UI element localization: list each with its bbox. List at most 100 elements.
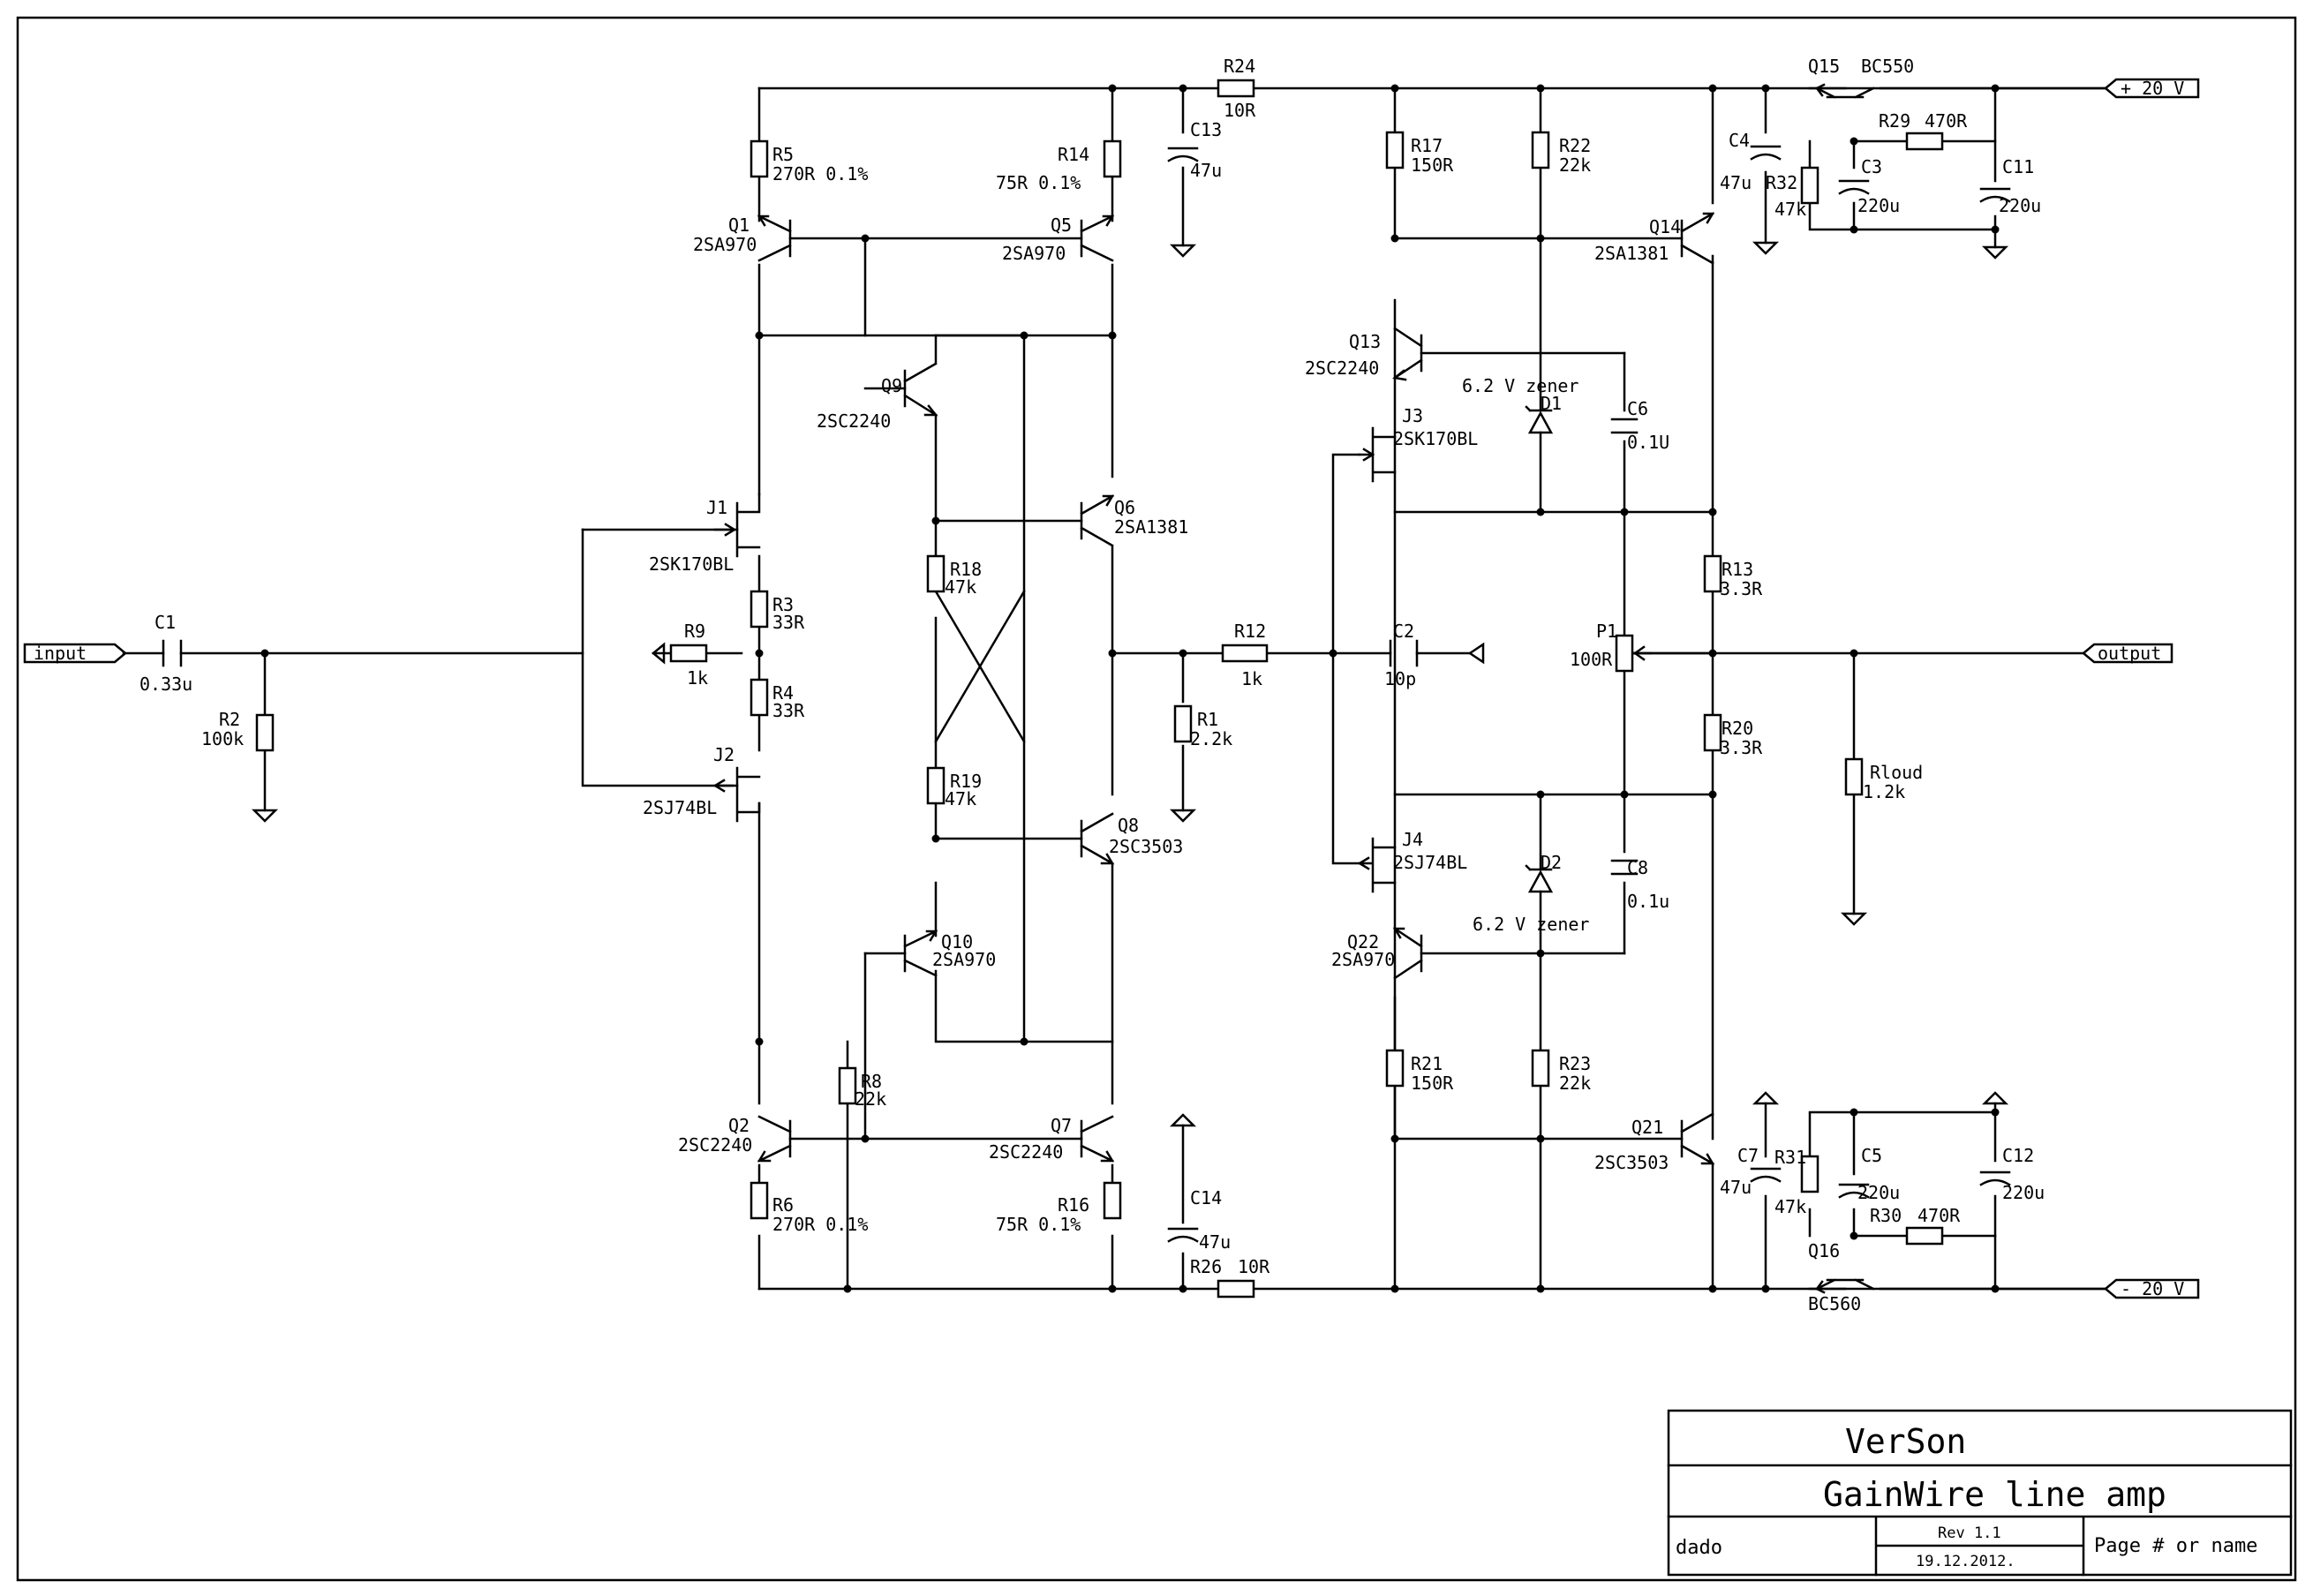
junction-dot bbox=[1620, 508, 1629, 516]
junction-dot bbox=[861, 1134, 870, 1143]
resistor-R30 bbox=[1905, 1226, 1944, 1246]
junction-dot bbox=[1991, 225, 2000, 234]
label-R1-ref: R1 bbox=[1197, 709, 1218, 730]
label-C7-value: 47u bbox=[1720, 1177, 1752, 1198]
junction-dot bbox=[1991, 1108, 2000, 1117]
label-R24-ref: R24 bbox=[1224, 56, 1255, 77]
junction-dot bbox=[755, 649, 764, 658]
resistor-R12 bbox=[1221, 644, 1269, 663]
label-C8-value: 0.1u bbox=[1627, 891, 1669, 912]
transistor-Q9 bbox=[903, 362, 938, 417]
label-C5-ref: C5 bbox=[1861, 1145, 1882, 1166]
junction-dot bbox=[1991, 1284, 2000, 1293]
resistor-R2 bbox=[255, 713, 275, 752]
capacitor-C13 bbox=[1167, 147, 1199, 162]
label-C3-ref: C3 bbox=[1861, 156, 1882, 177]
label-C1-ref: C1 bbox=[154, 612, 176, 633]
label-Q8-ref: Q8 bbox=[1118, 815, 1139, 836]
label-Q15-value: BC550 bbox=[1861, 56, 1914, 77]
label-C14-ref: C14 bbox=[1190, 1187, 1222, 1208]
junction-dot bbox=[1329, 649, 1337, 658]
label-R20-value: 3.3R bbox=[1720, 737, 1763, 758]
label-R32-value: 47k bbox=[1774, 199, 1806, 220]
label-C4-ref: C4 bbox=[1729, 130, 1750, 151]
resistor-R8 bbox=[838, 1066, 857, 1105]
label-R9-ref: R9 bbox=[684, 621, 705, 642]
title-block-revision: Rev 1.1 bbox=[1938, 1524, 2001, 1542]
resistor-R21 bbox=[1385, 1049, 1405, 1088]
port-vpos[interactable]: + 20 V bbox=[2104, 78, 2200, 99]
label-R9-value: 1k bbox=[687, 667, 708, 689]
junction-dot bbox=[1850, 225, 1858, 234]
label-R1-value: 2.2k bbox=[1190, 728, 1232, 749]
label-C6-ref: C6 bbox=[1627, 398, 1648, 419]
junction-dot bbox=[755, 331, 764, 340]
transistor-Q22 bbox=[1392, 927, 1423, 980]
sheet-border bbox=[16, 16, 2297, 1582]
transistor-Q8 bbox=[1080, 812, 1115, 865]
rail-symbol bbox=[1981, 1091, 2009, 1105]
label-R8-value: 22k bbox=[855, 1088, 886, 1110]
rail-symbol bbox=[1169, 1113, 1197, 1127]
junction-dot bbox=[1020, 331, 1028, 340]
junction-dot bbox=[1708, 649, 1717, 658]
resistor-R26 bbox=[1217, 1279, 1255, 1299]
junction-dot bbox=[1108, 84, 1117, 93]
label-R18-ref: R18 bbox=[950, 559, 982, 580]
probe-arrow bbox=[652, 642, 666, 665]
resistor-R5 bbox=[750, 139, 769, 178]
label-Q6-value: 2SA1381 bbox=[1114, 516, 1188, 538]
zener-D2 bbox=[1525, 864, 1554, 893]
junction-dot bbox=[755, 1037, 764, 1046]
label-R14-value: 75R 0.1% bbox=[996, 172, 1081, 193]
title-block: VerSon GainWire line amp dado Rev 1.1 19… bbox=[1667, 1409, 2293, 1577]
junction-dot bbox=[1708, 84, 1717, 93]
port-input[interactable]: input bbox=[23, 643, 127, 664]
zener-D1 bbox=[1525, 405, 1554, 434]
label-R4-value: 33R bbox=[772, 700, 805, 721]
label-C13-ref: C13 bbox=[1190, 119, 1222, 140]
label-J3-value: 2SK170BL bbox=[1393, 428, 1478, 449]
junction-dot bbox=[1536, 1134, 1545, 1143]
label-R30-ref: R30 bbox=[1870, 1205, 1902, 1226]
junction-dot bbox=[1620, 790, 1629, 799]
junction-dot bbox=[1179, 84, 1187, 93]
label-R26-value: 10R bbox=[1238, 1256, 1270, 1277]
label-Q6-ref: Q6 bbox=[1114, 497, 1135, 518]
label-R17-value: 150R bbox=[1411, 154, 1454, 176]
label-Rloud-value: 1.2k bbox=[1863, 781, 1905, 802]
junction-dot bbox=[1536, 790, 1545, 799]
label-R22-value: 22k bbox=[1559, 154, 1591, 176]
label-Q21-value: 2SC3503 bbox=[1594, 1152, 1669, 1173]
label-R23-ref: R23 bbox=[1559, 1053, 1591, 1074]
label-Rloud-ref: Rloud bbox=[1870, 762, 1923, 783]
ground-symbol bbox=[1981, 245, 2009, 260]
label-Q1-value: 2SA970 bbox=[693, 234, 757, 255]
label-C8-ref: C8 bbox=[1627, 857, 1648, 878]
label-C4-value: 47u bbox=[1720, 172, 1752, 193]
ground-symbol bbox=[1840, 912, 1868, 926]
ground-symbol bbox=[1169, 809, 1197, 823]
junction-dot bbox=[1390, 84, 1399, 93]
resistor-R24 bbox=[1217, 79, 1255, 98]
label-R12-value: 1k bbox=[1241, 668, 1262, 689]
transistor-Q10 bbox=[903, 930, 938, 977]
rail-symbol bbox=[1752, 1091, 1780, 1105]
port-input-label: input bbox=[34, 643, 87, 664]
potentiometer-P1 bbox=[1615, 634, 1634, 673]
label-C7-ref: C7 bbox=[1737, 1145, 1759, 1166]
junction-dot bbox=[1708, 790, 1717, 799]
label-R18-value: 47k bbox=[945, 576, 976, 598]
capacitor-C14 bbox=[1167, 1227, 1199, 1243]
ground-symbols bbox=[251, 241, 2009, 1127]
capacitor-C8 bbox=[1610, 859, 1639, 876]
port-output[interactable]: output bbox=[2082, 643, 2174, 664]
label-C11-value: 220u bbox=[1999, 195, 2041, 216]
label-J3-ref: J3 bbox=[1402, 405, 1423, 426]
label-R29-value: 470R bbox=[1925, 110, 1968, 132]
transistor-Q13 bbox=[1392, 327, 1423, 381]
junction-dot bbox=[1761, 84, 1770, 93]
transistor-Q2 bbox=[757, 1115, 792, 1163]
port-vneg[interactable]: - 20 V bbox=[2104, 1278, 2200, 1299]
label-Q15-ref: Q15 bbox=[1808, 56, 1840, 77]
